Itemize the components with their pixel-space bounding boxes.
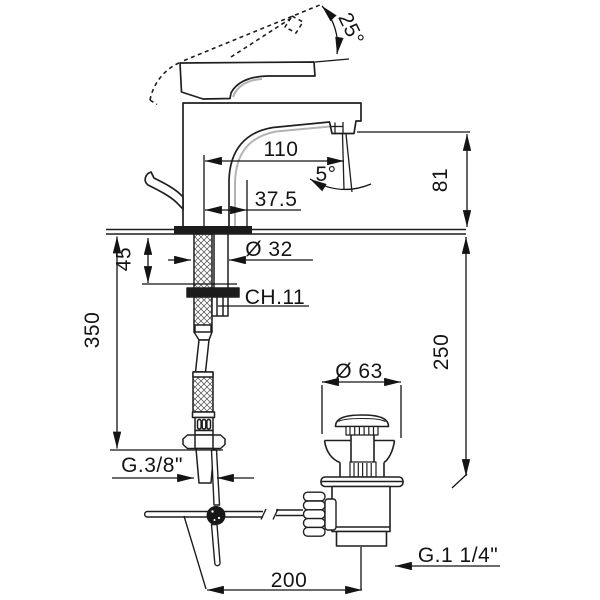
knurled-coupling-nut bbox=[302, 491, 326, 537]
dim-drain-cap-diameter bbox=[321, 377, 402, 438]
drain-cap-collar bbox=[345, 425, 379, 436]
handle-highlight bbox=[232, 78, 263, 98]
dim-spout-offset bbox=[205, 180, 301, 227]
faucet-body bbox=[182, 102, 362, 229]
dim-handle-angle bbox=[314, 5, 350, 63]
water-stream bbox=[341, 133, 353, 193]
dim-drain-depth-label: 250 bbox=[430, 334, 453, 371]
body-highlight bbox=[234, 125, 331, 228]
handle-raised-outline bbox=[149, 3, 322, 106]
mounting-flange-nut bbox=[186, 287, 240, 298]
dim-spout-height bbox=[357, 131, 472, 227]
supply-hose-upper bbox=[193, 233, 213, 333]
lift-rod-lever bbox=[144, 171, 184, 210]
dim-hose-length-label: 350 bbox=[81, 312, 104, 349]
drain-assembly bbox=[320, 414, 404, 547]
dim-drain-cap-diameter-label: Ø 63 bbox=[335, 360, 383, 383]
base-plate bbox=[174, 226, 252, 234]
drain-side-port bbox=[324, 498, 337, 531]
drain-cap-rim bbox=[338, 417, 386, 423]
hose-top-band bbox=[192, 371, 214, 378]
dim-counter-thickness-label: 45 bbox=[113, 247, 136, 271]
drain-body bbox=[331, 485, 391, 533]
hose-taper bbox=[193, 331, 213, 341]
drain-flare bbox=[323, 435, 396, 477]
dim-drain-thread-label: G.1 1/4" bbox=[418, 544, 498, 567]
dim-drain-depth bbox=[451, 237, 471, 489]
pop-up-rod-assembly bbox=[144, 449, 337, 567]
dim-spout-reach-label: 110 bbox=[264, 138, 299, 161]
hose-ferrule bbox=[191, 411, 216, 419]
dimensions: 25° 110 5° 37.5 81 250 bbox=[81, 5, 500, 595]
dim-handle-angle-label: 25° bbox=[333, 9, 368, 49]
pop-up-rod-lower bbox=[210, 523, 221, 567]
supply-hose-lower bbox=[192, 371, 214, 413]
dim-drain-offset bbox=[183, 515, 362, 595]
aerator-icon bbox=[329, 122, 344, 133]
dim-supply-thread-label: G.3/8" bbox=[121, 454, 183, 477]
dim-wrench-size-label: CH.11 bbox=[245, 286, 305, 309]
dim-stream-angle-arc bbox=[309, 178, 372, 192]
rod-ball-joint bbox=[206, 506, 226, 525]
dim-hose-length bbox=[110, 236, 223, 451]
hose-crimp-sleeve bbox=[194, 416, 214, 436]
dim-drain-offset-label: 200 bbox=[271, 569, 308, 592]
dim-spout-height-label: 81 bbox=[429, 168, 452, 192]
threaded-stud bbox=[213, 233, 229, 290]
drain-thread-outlet bbox=[335, 530, 388, 547]
horizontal-rod bbox=[144, 508, 303, 520]
dim-stream-angle-label: 5° bbox=[315, 163, 336, 186]
counter-deck-lines bbox=[106, 228, 466, 235]
faucet-handle bbox=[179, 61, 316, 100]
supply-thread-tail bbox=[195, 447, 215, 484]
hose-hex-nut bbox=[182, 434, 226, 450]
mounting-shank-and-hose bbox=[182, 233, 240, 484]
dim-spout-offset-label: 37.5 bbox=[255, 188, 298, 211]
dim-counter-thickness bbox=[142, 238, 237, 285]
dim-shank-diameter-label: Ø 32 bbox=[245, 238, 293, 261]
faucet bbox=[144, 3, 362, 234]
dim-spout-reach bbox=[203, 155, 344, 227]
drain-knurl-ring bbox=[349, 461, 377, 478]
hose-inner-tube bbox=[194, 339, 210, 373]
